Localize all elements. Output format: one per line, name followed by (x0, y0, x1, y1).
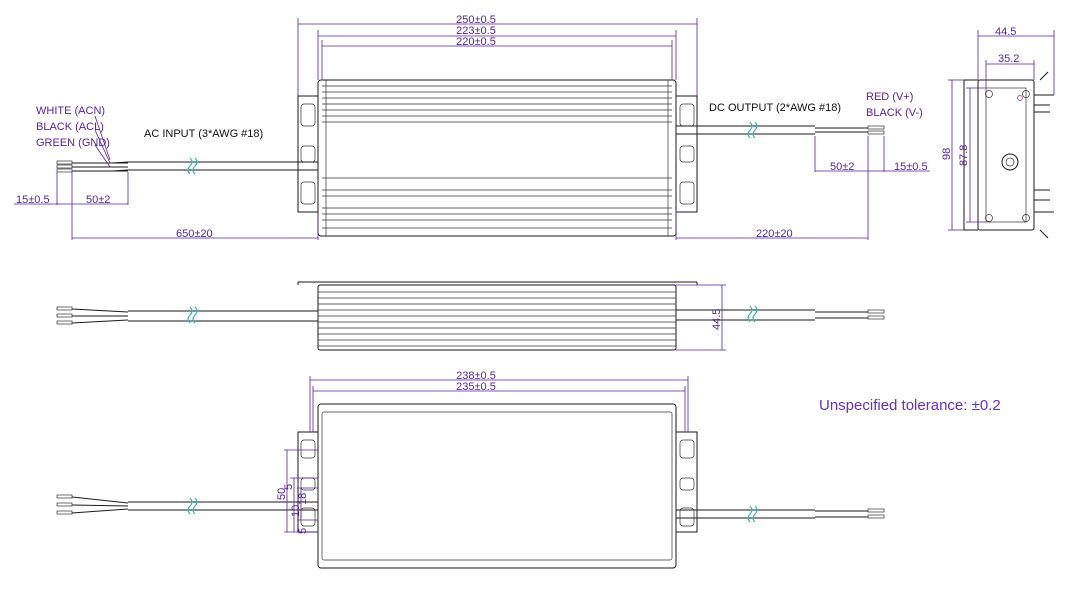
dim-end-width-inner: 35.2 (998, 53, 1019, 65)
dim-mid-length: 223±0.5 (456, 25, 496, 37)
dim-overall-length: 250±0.5 (456, 14, 496, 26)
dim-strip-left: 15±0.5 (16, 194, 50, 206)
dim-bottom-18: 18 (297, 493, 309, 505)
dim-end-height-inner: 87.8 (958, 145, 970, 166)
tolerance-note: Unspecified tolerance: ±0.2 (819, 397, 1001, 414)
dim-bottom-outer: 238±0.5 (456, 370, 496, 382)
dim-bottom-50: 50 (276, 488, 288, 500)
dim-end-width-outer: 44.5 (995, 26, 1016, 38)
dim-bottom-5b: 5 (297, 528, 309, 534)
wire-black-ac-label: BLACK (ACL) (36, 121, 104, 133)
dim-bottom-10: 10 (290, 505, 302, 517)
dim-bottom-5a: 5 (283, 484, 295, 490)
wire-black-dc-label: BLACK (V-) (866, 107, 923, 119)
dim-cable-right: 220±20 (756, 228, 793, 240)
dim-bottom-inner: 235±0.5 (456, 381, 496, 393)
ac-input-label: AC INPUT (3*AWG #18) (144, 128, 263, 140)
wire-red-label: RED (V+) (866, 91, 913, 103)
dc-output-label: DC OUTPUT (2*AWG #18) (709, 102, 841, 114)
wire-green-label: GREEN (GND) (36, 137, 110, 149)
dim-cable-left: 650±20 (176, 228, 213, 240)
dim-inner-length: 220±0.5 (456, 36, 496, 48)
dim-strip-right: 15±0.5 (894, 161, 928, 173)
top-view: 250±0.5 223±0.5 220±0.5 15±0.5 50±2 650±… (14, 14, 930, 240)
end-view: 44.5 35.2 98 87.8 (941, 26, 1055, 239)
dim-end-height-outer: 98 (941, 148, 953, 160)
dim-side-height: 44.5 (711, 309, 723, 330)
dim-jacket-right: 50±2 (830, 161, 854, 173)
side-view: 44.5 (56, 281, 885, 351)
wire-white-label: WHITE (ACN) (36, 105, 105, 117)
bottom-view: 238±0.5 235±0.5 50 5 18 10 5 (56, 370, 885, 569)
dim-jacket-left: 50±2 (86, 194, 110, 206)
